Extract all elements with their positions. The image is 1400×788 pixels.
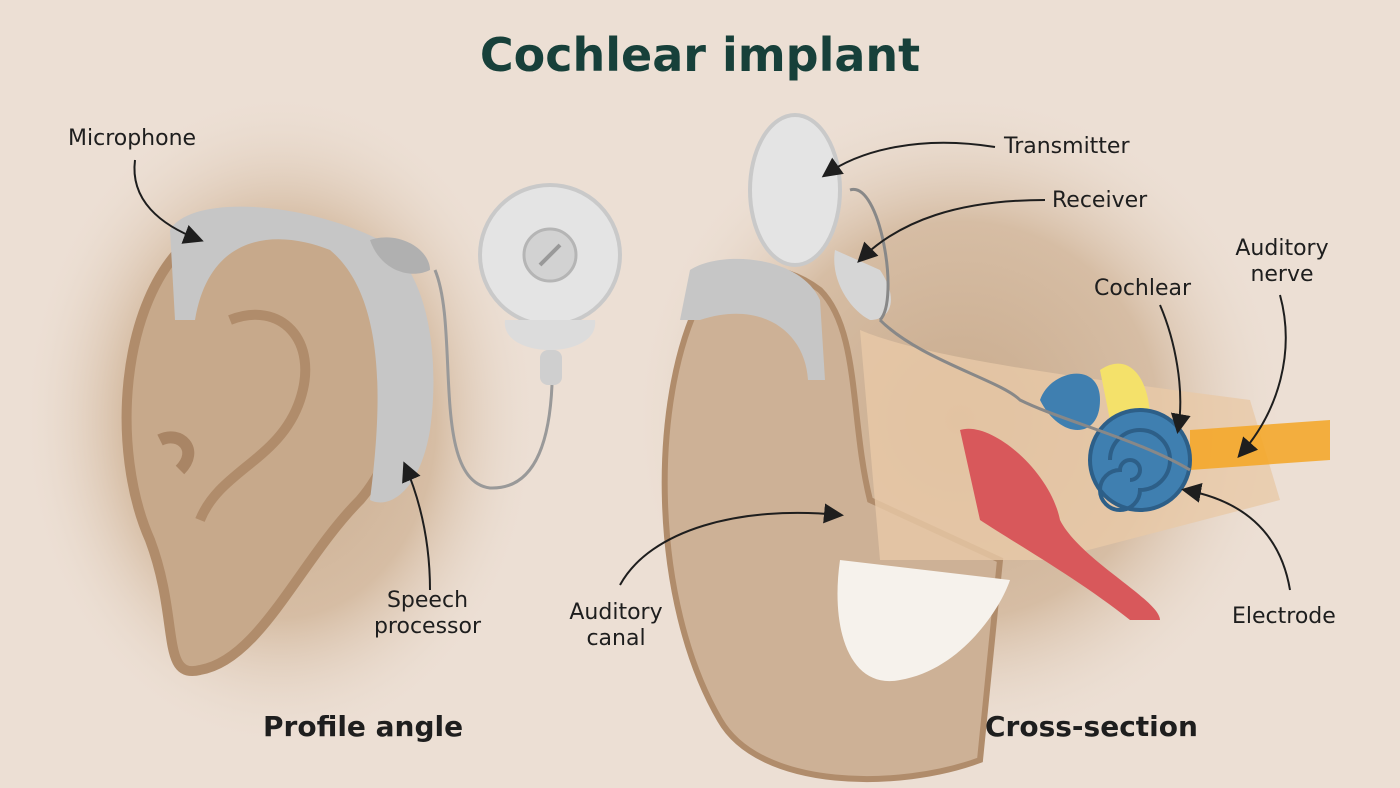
label-auditory-nerve-line2: nerve (1250, 262, 1314, 287)
label-auditory-nerve: Auditory nerve (1232, 236, 1332, 288)
view-title-cross-section: Cross-section (985, 710, 1198, 743)
label-speech-processor-line1: Speech (386, 588, 469, 613)
label-auditory-canal: Auditory canal (566, 600, 666, 652)
speech-processor-device (170, 206, 554, 503)
label-receiver: Receiver (1052, 188, 1148, 213)
label-transmitter: Transmitter (1004, 134, 1130, 159)
cross-section-ear (630, 90, 1330, 783)
profile-ear (20, 90, 540, 750)
leader-arrows (133, 141, 1291, 591)
label-auditory-nerve-line1: Auditory (1235, 236, 1329, 261)
label-electrode: Electrode (1232, 604, 1336, 629)
label-speech-processor: Speech processor (370, 588, 485, 640)
implant-cross-section (680, 113, 1191, 472)
label-speech-processor-line2: processor (373, 614, 482, 639)
label-cochlear: Cochlear (1094, 276, 1192, 301)
label-microphone: Microphone (68, 126, 197, 151)
label-auditory-canal-line2: canal (586, 626, 646, 651)
page-title: Cochlear implant (479, 28, 921, 82)
view-title-profile: Profile angle (263, 710, 464, 743)
label-auditory-canal-line1: Auditory (569, 600, 663, 625)
transmitter-coil-profile (478, 183, 622, 385)
